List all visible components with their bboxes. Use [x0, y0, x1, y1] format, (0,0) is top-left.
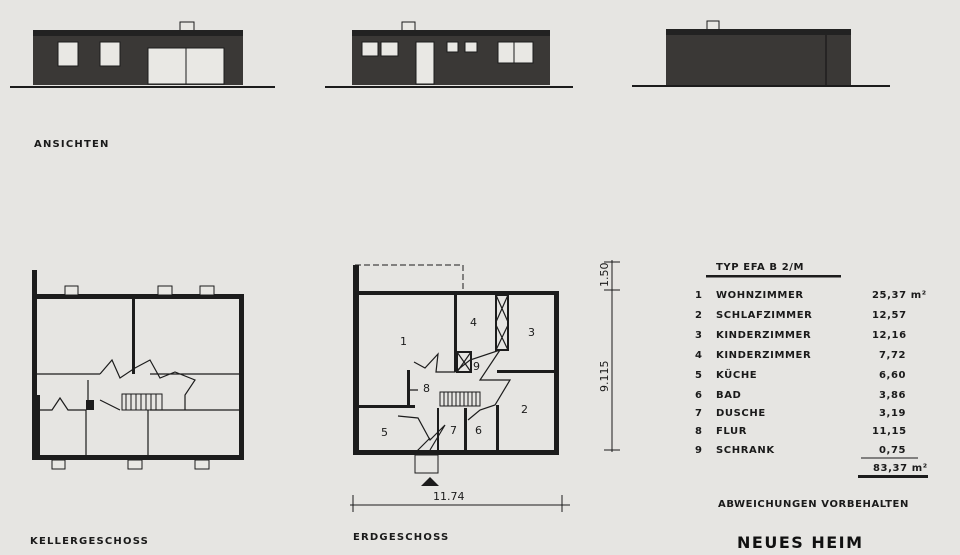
table-cell: SCHRANK: [716, 445, 775, 456]
width-dimension: 11.74: [433, 490, 465, 503]
elevation-2: [325, 21, 573, 88]
table-cell: 3,86: [879, 390, 906, 401]
room-number: 2: [521, 403, 528, 416]
basement-label: KELLERGESCHOSS: [30, 536, 149, 547]
table-cell: 1: [695, 290, 703, 301]
table-cell: DUSCHE: [716, 408, 766, 419]
table-cell: BAD: [716, 390, 741, 401]
table-cell: 7,72: [879, 350, 906, 361]
basement-plan: [32, 270, 244, 470]
table-cell: KINDERZIMMER: [716, 330, 811, 341]
table-cell: 6,60: [879, 370, 906, 381]
room-number: 9: [473, 360, 480, 373]
table-cell: 11,15: [872, 426, 907, 437]
table-row: 4 KINDERZIMMER 7,72: [695, 350, 906, 361]
table-cell: 6: [695, 390, 703, 401]
table-row: 7 DUSCHE 3,19: [695, 408, 906, 419]
table-cell: KÜCHE: [716, 367, 757, 381]
room-number: 5: [381, 426, 388, 439]
table-row: 1 WOHNZIMMER 25,37 m²: [695, 290, 927, 301]
ground-floor-label: ERDGESCHOSS: [353, 532, 449, 543]
table-cell: 9: [695, 445, 703, 456]
table-row: 5 KÜCHE 6,60: [695, 367, 906, 381]
table-cell: SCHLAFZIMMER: [716, 310, 812, 321]
table-cell: 3: [695, 330, 703, 341]
entrance-arrow-icon: [421, 477, 439, 486]
table-row: 6 BAD 3,86: [695, 390, 906, 401]
room-number: 3: [528, 326, 535, 339]
table-row: 3 KINDERZIMMER 12,16: [695, 330, 907, 341]
table-cell: FLUR: [716, 426, 747, 437]
table-cell: 3,19: [879, 408, 906, 419]
elevation-1: [10, 21, 275, 88]
room-number: 6: [475, 424, 482, 437]
neues-heim-stamp: NEUES HEIM: [737, 533, 864, 552]
room-number: 4: [470, 316, 477, 329]
table-cell: 12,57: [872, 310, 907, 321]
disclaimer: ABWEICHUNGEN VORBEHALTEN: [718, 499, 909, 510]
table-cell: 5: [695, 370, 703, 381]
ground-floor-plan: 1 2 3 4 5 6 7 8 9 11.74 1.50 9.115: [350, 260, 620, 512]
table-cell: WOHNZIMMER: [716, 290, 804, 301]
table-row: 9 SCHRANK 0,75: [695, 445, 906, 456]
views-label: ANSICHTEN: [34, 139, 110, 150]
table-rows: 1 WOHNZIMMER 25,37 m² 2 SCHLAFZIMMER 12,57 3…: [695, 290, 927, 456]
table-cell: 4: [695, 350, 703, 361]
room-number: 1: [400, 335, 407, 348]
room-number: 8: [423, 382, 430, 395]
table-cell: 8: [695, 426, 703, 437]
table-title: TYP EFA B 2/M: [716, 262, 804, 273]
depth-dimension: 9.115: [598, 361, 611, 393]
room-number: 7: [450, 424, 457, 437]
table-row: 8 FLUR 11,15: [695, 426, 907, 437]
table-cell: 25,37 m²: [872, 290, 927, 301]
table-cell: 12,16: [872, 330, 907, 341]
total-area: 83,37 m²: [873, 463, 928, 474]
table-cell: KINDERZIMMER: [716, 350, 811, 361]
table-cell: 0,75: [879, 445, 906, 456]
table-cell: 7: [695, 408, 703, 419]
terrace-dimension: 1.50: [598, 263, 611, 288]
table-cell: 2: [695, 310, 703, 321]
area-table: TYP EFA B 2/M 1 WOHNZIMMER 25,37 m² 2 SCHLA…: [695, 262, 928, 552]
table-row: 2 SCHLAFZIMMER 12,57: [695, 310, 907, 321]
elevation-3: [632, 20, 890, 87]
